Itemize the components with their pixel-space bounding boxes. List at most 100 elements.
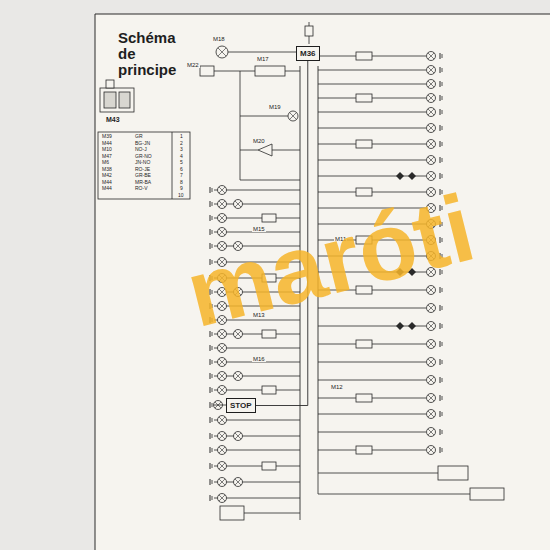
- wire: [428, 395, 434, 401]
- wire: [428, 67, 434, 73]
- wire: [219, 201, 225, 207]
- wire: [428, 447, 434, 453]
- lamp-symbol: [218, 494, 227, 503]
- lamp-symbol: [218, 386, 227, 395]
- wire: [442, 360, 443, 364]
- wire: [318, 470, 319, 494]
- table-cell: 10: [177, 193, 185, 198]
- wire: [442, 396, 443, 400]
- wire: [442, 324, 443, 328]
- wire: [219, 463, 225, 469]
- wire: [212, 188, 213, 192]
- wire: [240, 116, 288, 117]
- table-cell: M38: [101, 167, 113, 172]
- wire: [440, 395, 441, 401]
- wire: [440, 323, 441, 329]
- wire: [219, 215, 225, 221]
- wire: [318, 160, 426, 161]
- lamp-symbol: [427, 94, 436, 103]
- table-cell: 4: [179, 154, 184, 159]
- wire: [219, 187, 225, 193]
- wire: [210, 463, 211, 469]
- wire: [219, 373, 225, 379]
- wire: [440, 447, 441, 453]
- diagram-title: Schéma de principe: [118, 30, 190, 77]
- wire: [219, 417, 225, 423]
- connector-tab: [106, 80, 114, 88]
- wire: [442, 82, 443, 86]
- wire: [428, 173, 434, 179]
- wire: [210, 387, 211, 393]
- wire: [428, 109, 434, 115]
- wire: [440, 53, 441, 59]
- switch-symbol: [258, 144, 272, 156]
- wire: [440, 359, 441, 365]
- wire: [440, 157, 441, 163]
- component-box: [200, 66, 214, 76]
- wire: [212, 230, 213, 234]
- pin-table: [98, 132, 190, 199]
- table-cell: BG-JN: [134, 141, 151, 146]
- wire: [428, 157, 434, 163]
- wire: [428, 173, 434, 179]
- table-cell: M44: [101, 141, 113, 146]
- wire: [440, 341, 441, 347]
- component-box: [356, 340, 372, 348]
- wire: [228, 52, 296, 53]
- wire: [318, 432, 426, 433]
- component-box: [255, 66, 285, 76]
- component-box: [356, 446, 372, 454]
- wire: [212, 216, 213, 220]
- table-cell: 8: [179, 180, 184, 185]
- wire: [318, 414, 426, 415]
- wire: [442, 158, 443, 162]
- wire: [428, 377, 434, 383]
- table-cell: MR-BA: [134, 180, 152, 185]
- lamp-symbol: [427, 304, 436, 313]
- wire: [219, 359, 225, 365]
- component-label: M16: [252, 356, 266, 362]
- lamp-symbol: [427, 66, 436, 75]
- lamp-symbol: [427, 80, 436, 89]
- wire: [210, 373, 211, 379]
- wire: [428, 429, 434, 435]
- lamp-symbol: [218, 416, 227, 425]
- wire: [428, 411, 434, 417]
- component-label: M12: [330, 384, 344, 390]
- wire: [318, 70, 426, 71]
- diode-symbol: [408, 172, 416, 180]
- wire: [219, 387, 225, 393]
- wire: [428, 287, 434, 293]
- component-label: M19: [268, 104, 282, 110]
- wire: [428, 323, 434, 329]
- wire: [428, 157, 434, 163]
- wire: [219, 229, 225, 235]
- wire: [235, 479, 241, 485]
- paper: [95, 14, 550, 550]
- wire: [318, 362, 426, 363]
- wire: [240, 180, 300, 181]
- component-box: [356, 140, 372, 148]
- lamp-symbol: [234, 372, 243, 381]
- wire: [428, 141, 434, 147]
- component-box: [262, 462, 276, 470]
- wire: [318, 473, 438, 474]
- wire: [300, 510, 301, 520]
- wire: [210, 229, 211, 235]
- wire: [212, 202, 213, 206]
- component-box: [262, 386, 276, 394]
- wire: [428, 125, 434, 131]
- wire: [214, 405, 226, 406]
- wire: [428, 341, 434, 347]
- wire: [442, 126, 443, 130]
- wire: [212, 434, 213, 438]
- wire: [210, 495, 211, 501]
- component-box: [262, 330, 276, 338]
- wire: [442, 412, 443, 416]
- table-cell: M6: [101, 160, 110, 165]
- wire: [212, 388, 213, 392]
- wire: [290, 113, 297, 120]
- wire: [235, 373, 241, 379]
- lamp-symbol: [218, 478, 227, 487]
- wire: [235, 201, 241, 207]
